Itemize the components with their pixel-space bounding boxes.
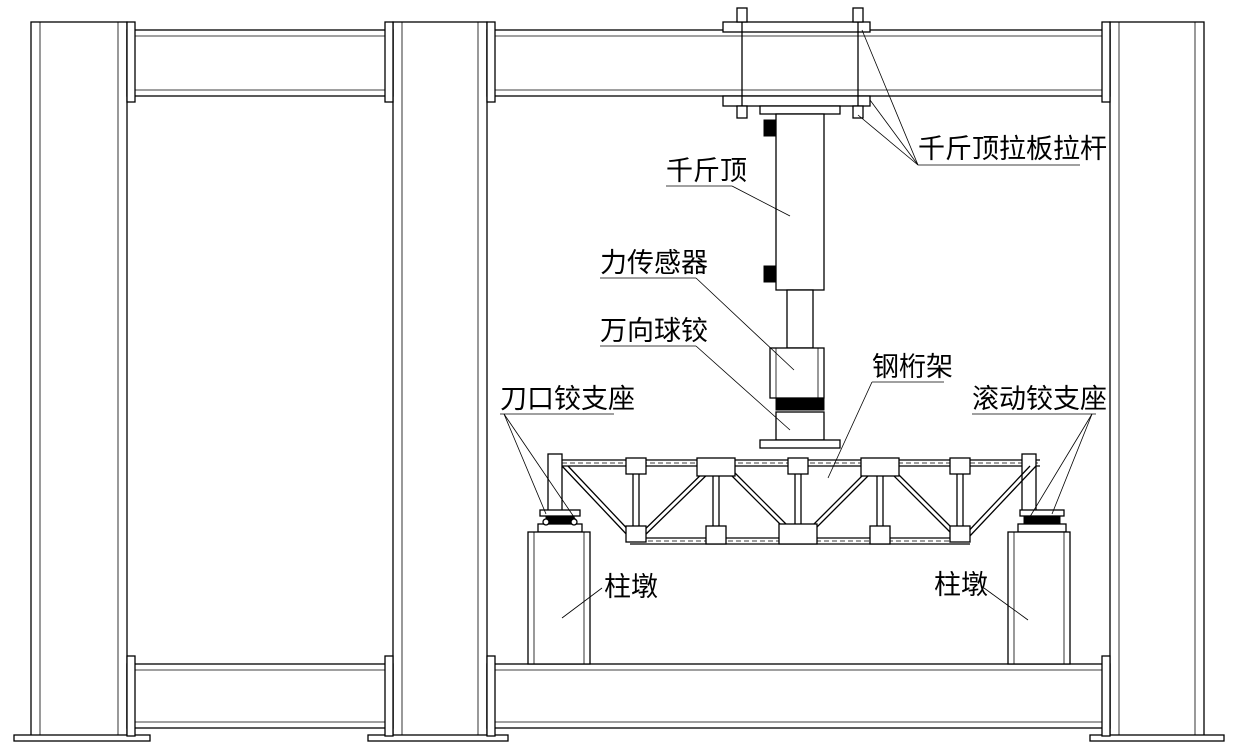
label-roller-support: 滚动铰支座 <box>972 384 1107 415</box>
jack-tie-plate-rods <box>722 7 871 119</box>
label-pier-left: 柱墩 <box>604 572 658 603</box>
bottom-beam-left <box>126 655 394 737</box>
pier-left <box>527 531 591 665</box>
middle-frame-column <box>367 21 509 742</box>
roller-hinge-support <box>1017 509 1067 533</box>
label-universal-ball-hinge: 万向球铰 <box>600 316 708 347</box>
label-jack-tie-rod: 千斤顶拉板拉杆 <box>918 134 1107 165</box>
universal-ball-hinge <box>759 397 841 449</box>
label-force-sensor: 力传感器 <box>600 248 708 279</box>
label-knife-edge-support: 刀口铰支座 <box>500 384 635 415</box>
top-beam-right <box>486 21 1111 103</box>
top-beam-left <box>126 21 394 103</box>
leader-lines <box>500 29 1096 621</box>
bottom-beam-right <box>486 655 1111 737</box>
jack-body <box>763 113 825 349</box>
label-steel-truss: 钢桁架 <box>872 352 953 383</box>
label-pier-right: 柱墩 <box>934 570 988 601</box>
right-frame-column <box>1089 21 1225 742</box>
label-jack: 千斤顶 <box>666 156 747 187</box>
pier-right <box>1007 531 1071 665</box>
knife-edge-hinge-support <box>537 509 583 533</box>
left-frame-column <box>13 21 151 742</box>
steel-truss <box>547 453 1040 545</box>
